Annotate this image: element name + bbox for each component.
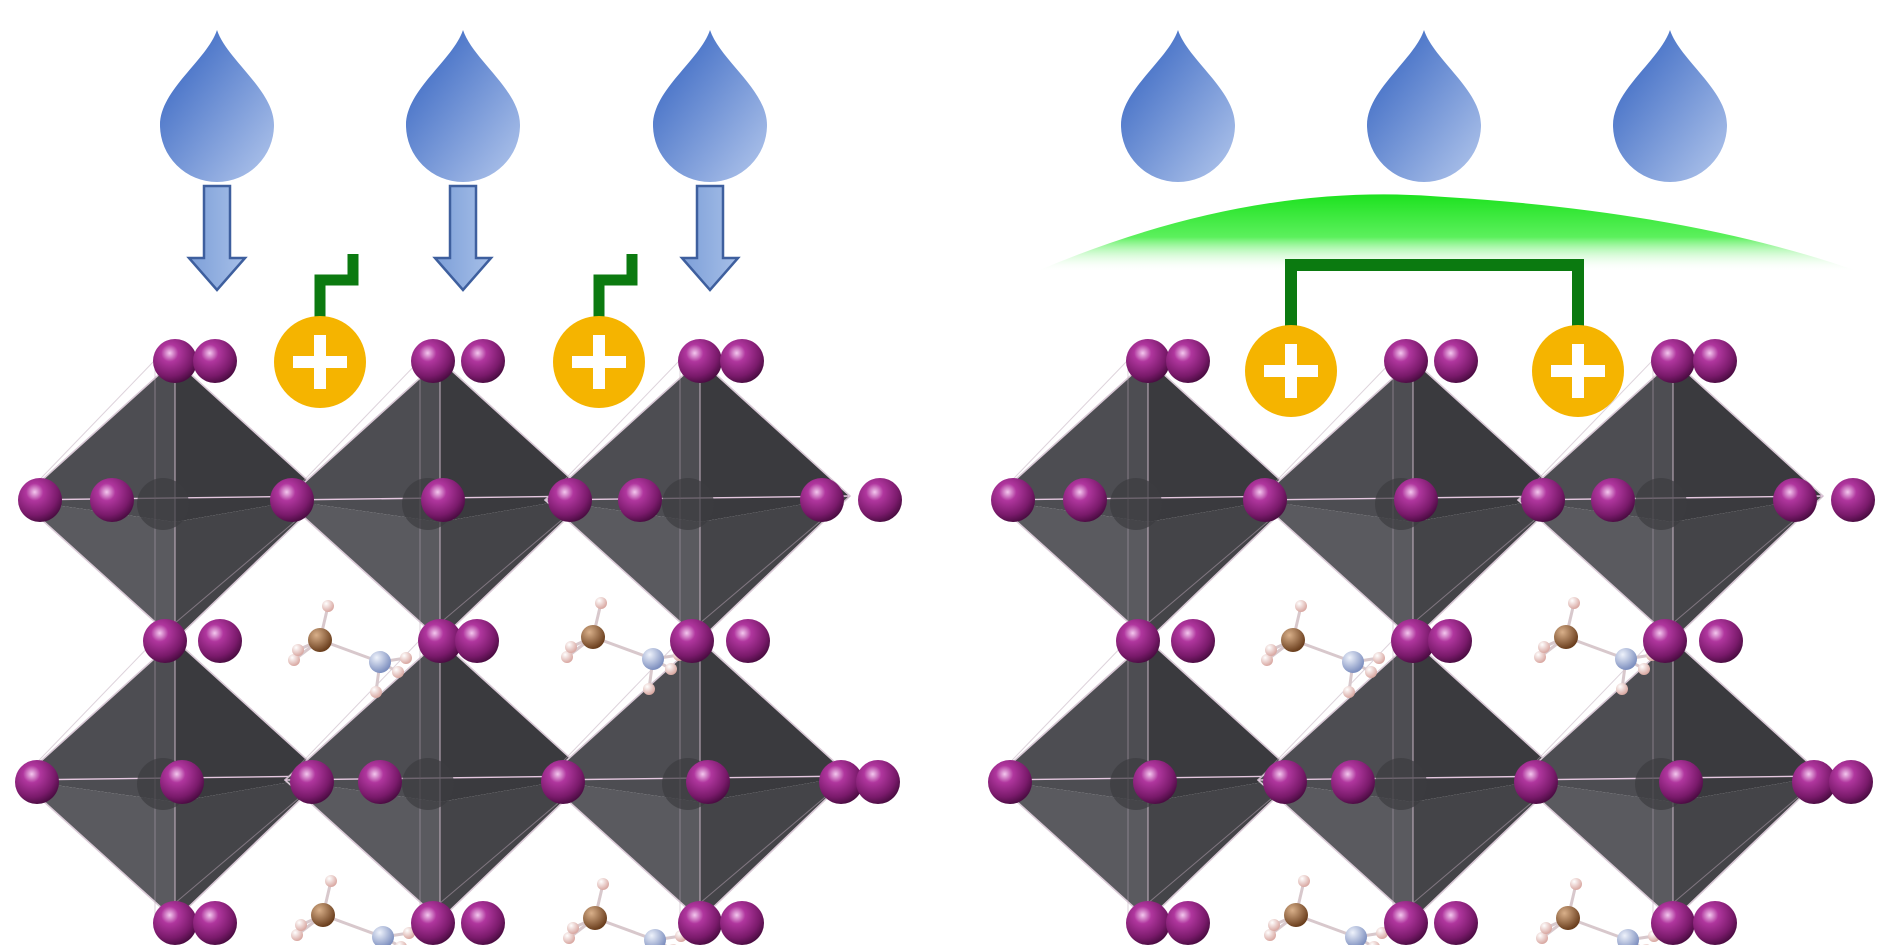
- water-drop-icon: [406, 30, 520, 182]
- iodide-atom-icon: [455, 619, 499, 663]
- iodide-atom-icon: [858, 478, 902, 522]
- iodide-atom-icon: [1693, 901, 1737, 945]
- iodide-atom-icon: [1651, 339, 1695, 383]
- iodide-atom-icon: [1166, 339, 1210, 383]
- iodide-atom-icon: [1643, 619, 1687, 663]
- iodide-atom-icon: [411, 339, 455, 383]
- iodide-atom-icon: [541, 760, 585, 804]
- iodide-atom-icon: [1384, 901, 1428, 945]
- iodide-atom-icon: [198, 619, 242, 663]
- iodide-atom-icon: [1171, 619, 1215, 663]
- iodide-atom-icon: [1699, 619, 1743, 663]
- iodide-atom-icon: [1659, 760, 1703, 804]
- water-drop-icon: [1121, 30, 1235, 182]
- iodide-atom-icon: [1063, 478, 1107, 522]
- iodide-atom-icon: [1428, 619, 1472, 663]
- iodide-atom-icon: [461, 901, 505, 945]
- iodide-atom-icon: [90, 478, 134, 522]
- cation-icon: +: [1245, 325, 1337, 417]
- iodide-atom-icon: [1391, 619, 1435, 663]
- iodide-atom-icon: [1514, 760, 1558, 804]
- iodide-atom-icon: [1434, 339, 1478, 383]
- linker-icon: [1285, 259, 1584, 326]
- iodide-atom-icon: [411, 901, 455, 945]
- iodide-atom-icon: [421, 478, 465, 522]
- iodide-atom-icon: [1126, 901, 1170, 945]
- iodide-atom-icon: [1829, 760, 1873, 804]
- panel-right-bidentate: ++: [988, 30, 1875, 945]
- iodide-atom-icon: [418, 619, 462, 663]
- water-drop-icon: [1367, 30, 1481, 182]
- down-arrow-icon: [186, 184, 248, 292]
- iodide-atom-icon: [153, 339, 197, 383]
- iodide-atom-icon: [461, 339, 505, 383]
- iodide-atom-icon: [1831, 478, 1875, 522]
- iodide-atom-icon: [988, 760, 1032, 804]
- cation-icon: +: [1532, 325, 1624, 417]
- iodide-atom-icon: [1116, 619, 1160, 663]
- methylammonium-icon: [289, 873, 417, 945]
- iodide-atom-icon: [1773, 478, 1817, 522]
- iodide-atom-icon: [720, 339, 764, 383]
- iodide-atom-icon: [1591, 478, 1635, 522]
- iodide-atom-icon: [1166, 901, 1210, 945]
- iodide-atom-icon: [1243, 478, 1287, 522]
- iodide-atom-icon: [193, 339, 237, 383]
- iodide-atom-icon: [1126, 339, 1170, 383]
- down-arrow-icon: [432, 184, 494, 292]
- cation-icon: +: [274, 316, 366, 408]
- iodide-atom-icon: [856, 760, 900, 804]
- iodide-atom-icon: [1384, 339, 1428, 383]
- iodide-atom-icon: [819, 760, 863, 804]
- iodide-atom-icon: [193, 901, 237, 945]
- iodide-atom-icon: [1263, 760, 1307, 804]
- iodide-atom-icon: [1331, 760, 1375, 804]
- iodide-atom-icon: [1521, 478, 1565, 522]
- iodide-atom-icon: [726, 619, 770, 663]
- iodide-atom-icon: [678, 339, 722, 383]
- iodide-atom-icon: [1394, 478, 1438, 522]
- iodide-atom-icon: [358, 760, 402, 804]
- cation-icon: +: [553, 316, 645, 408]
- iodide-atom-icon: [686, 760, 730, 804]
- iodide-atom-icon: [678, 901, 722, 945]
- down-arrow-icon: [679, 184, 741, 292]
- capping-layer: [1035, 194, 1860, 272]
- iodide-atom-icon: [15, 760, 59, 804]
- methylammonium-icon: [1262, 873, 1390, 945]
- iodide-atom-icon: [153, 901, 197, 945]
- iodide-atom-icon: [1434, 901, 1478, 945]
- iodide-atom-icon: [290, 760, 334, 804]
- iodide-atom-icon: [143, 619, 187, 663]
- water-drop-icon: [653, 30, 767, 182]
- iodide-atom-icon: [1792, 760, 1836, 804]
- iodide-atom-icon: [270, 478, 314, 522]
- iodide-atom-icon: [18, 478, 62, 522]
- iodide-atom-icon: [1651, 901, 1695, 945]
- water-drop-icon: [1613, 30, 1727, 182]
- iodide-atom-icon: [548, 478, 592, 522]
- iodide-atom-icon: [800, 478, 844, 522]
- linker-icon: [314, 254, 359, 318]
- iodide-atom-icon: [991, 478, 1035, 522]
- water-drop-icon: [160, 30, 274, 182]
- iodide-atom-icon: [160, 760, 204, 804]
- iodide-atom-icon: [670, 619, 714, 663]
- iodide-atom-icon: [1693, 339, 1737, 383]
- panel-left-monodentate: ++: [15, 30, 902, 945]
- iodide-atom-icon: [720, 901, 764, 945]
- linker-icon: [593, 254, 638, 318]
- iodide-atom-icon: [618, 478, 662, 522]
- iodide-atom-icon: [1133, 760, 1177, 804]
